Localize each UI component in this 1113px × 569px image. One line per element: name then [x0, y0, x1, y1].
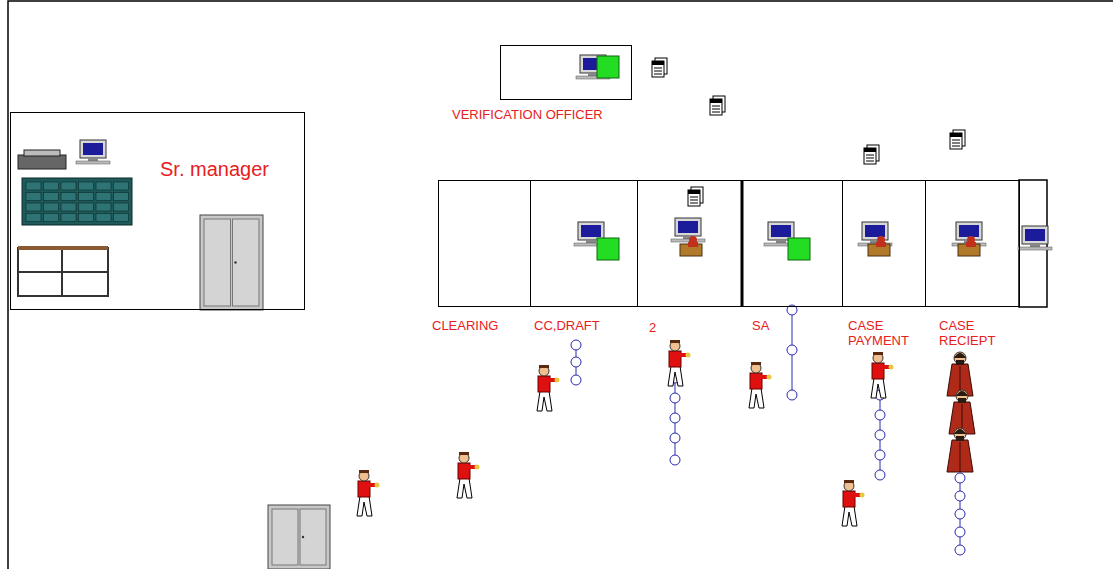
customer-figure	[537, 185, 560, 411]
customer-figure	[457, 229, 480, 499]
robed-customer-figure	[949, 390, 975, 434]
robed-customer-figure	[947, 428, 973, 472]
document-icon	[864, 145, 879, 164]
counter-cell: CASE RECIEPT	[925, 180, 1020, 307]
cashier-icon	[958, 236, 980, 256]
counter-label: VERIFICATION OFFICER	[451, 108, 604, 123]
green-block	[597, 238, 619, 260]
customer-figure	[871, 179, 894, 399]
customer-figure	[668, 173, 691, 387]
robed-customer-figure	[947, 352, 973, 396]
verification-desk: VERIFICATION OFFICER	[500, 45, 632, 100]
customer-figure	[749, 184, 772, 409]
document-icon	[950, 130, 965, 149]
computer-icon	[952, 222, 986, 246]
queue-line	[571, 340, 581, 385]
document-icon	[710, 96, 725, 115]
counter-cell	[1019, 180, 1047, 307]
customer-figure	[842, 243, 865, 527]
printer-icon	[18, 150, 66, 169]
computer-icon	[76, 140, 110, 164]
customer-figure	[357, 238, 380, 517]
cashier-icon	[868, 236, 890, 256]
room-label: Sr. manager	[159, 158, 270, 181]
queue-line	[787, 305, 797, 400]
document-icon	[652, 58, 667, 77]
server-rack	[22, 178, 132, 225]
cabinet	[268, 505, 330, 569]
counter-cell: CASE PAYMENT	[842, 180, 926, 307]
manager-room: Sr. manager	[10, 112, 305, 310]
counter-cell: CC,DRAFT	[530, 180, 638, 307]
queue-line	[670, 373, 680, 465]
counter-cell: CLEARING	[438, 180, 531, 307]
counter-cell: SA	[742, 180, 843, 307]
cabinet	[200, 215, 263, 310]
wall	[8, 1, 1113, 569]
queue-line	[875, 390, 885, 480]
computer-icon	[671, 218, 705, 242]
counter-label: CASE RECIEPT	[938, 319, 1019, 349]
counter-label: SA	[751, 319, 770, 334]
queue-line	[955, 473, 965, 555]
green-block	[597, 56, 619, 78]
computer-icon	[858, 222, 892, 246]
shelf	[18, 246, 108, 296]
counter-label: CC,DRAFT	[533, 319, 601, 334]
counter-cell: 2	[637, 180, 743, 307]
document-icon	[688, 187, 703, 206]
computer-icon	[1018, 226, 1052, 250]
counter-label: CASE PAYMENT	[847, 319, 925, 349]
counter-label: CLEARING	[431, 319, 499, 334]
cashier-icon	[680, 236, 702, 256]
green-block	[788, 238, 810, 260]
counter-label: 2	[648, 321, 657, 336]
